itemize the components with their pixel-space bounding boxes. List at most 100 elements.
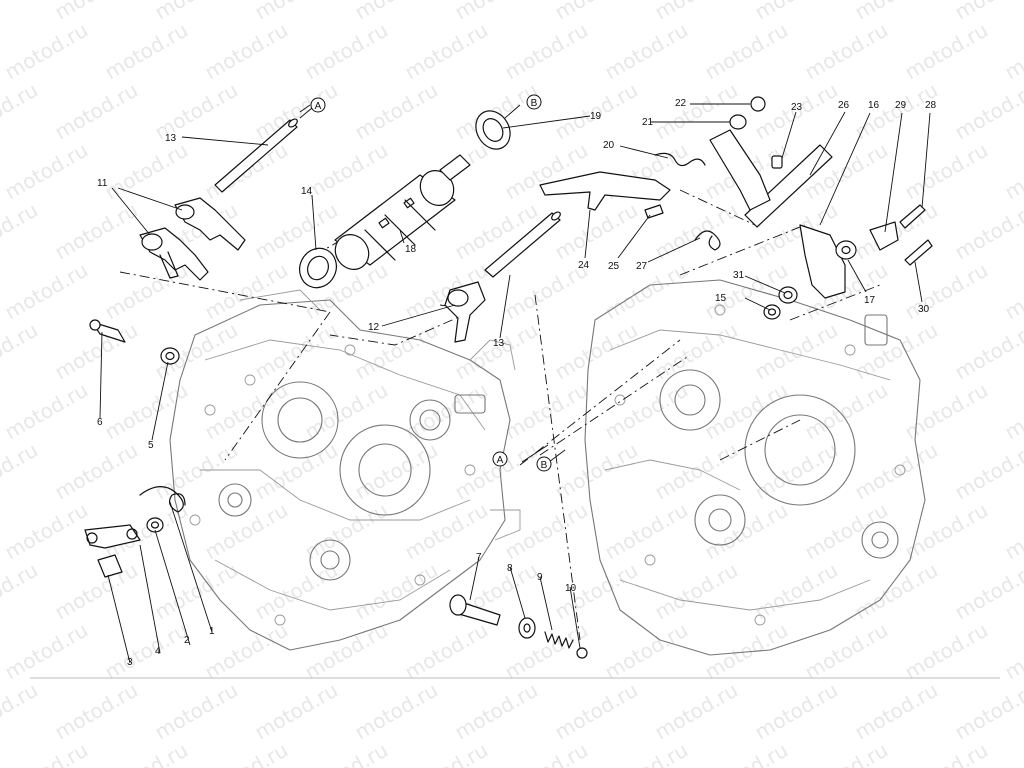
sensor-washer <box>160 347 180 365</box>
neutral-switch <box>89 319 126 343</box>
watermark-text: motod.ru <box>701 378 792 445</box>
watermark-text: motod.ru <box>251 318 342 385</box>
watermark-text: motod.ru <box>401 738 492 768</box>
watermark-text: motod.ru <box>901 378 992 445</box>
watermark-text: motod.ru <box>751 318 842 385</box>
watermark-text: motod.ru <box>251 438 342 505</box>
watermark-text: motod.ru <box>1 258 92 325</box>
watermark-text: motod.ru <box>1001 498 1024 565</box>
callout-3: 3 <box>127 657 133 668</box>
callout-27: 27 <box>636 261 648 272</box>
detent-washer <box>518 617 536 639</box>
callout-28: 28 <box>925 100 937 111</box>
watermark-text: motod.ru <box>1001 618 1024 685</box>
watermark-text: motod.ru <box>901 258 992 325</box>
watermark-text: motod.ru <box>851 0 942 24</box>
callout-5: 5 <box>148 440 154 451</box>
watermark-text: motod.ru <box>301 378 392 445</box>
detent-ball <box>576 647 588 659</box>
watermark-text: motod.ru <box>451 678 542 745</box>
callout-29: 29 <box>895 100 907 111</box>
watermark-text: motod.ru <box>901 18 992 85</box>
claw-pin <box>644 204 664 219</box>
watermark-text: motod.ru <box>851 438 942 505</box>
watermark-text: motod.ru <box>501 738 592 768</box>
ref-b-lower-text: B <box>541 460 548 471</box>
ref-b-lower: B <box>536 456 552 472</box>
watermark-text: motod.ru <box>901 498 992 565</box>
watermark-text: motod.ru <box>251 0 342 24</box>
watermark-text: motod.ru <box>401 618 492 685</box>
watermark-text: motod.ru <box>101 618 192 685</box>
watermark-text: motod.ru <box>701 618 792 685</box>
callout-8: 8 <box>507 563 513 574</box>
watermark-text: motod.ru <box>601 18 692 85</box>
callout-2: 2 <box>184 635 190 646</box>
watermark-text: motod.ru <box>351 438 442 505</box>
watermark-text: motod.ru <box>651 0 742 24</box>
watermark-text: motod.ru <box>1 738 92 768</box>
callout-31: 31 <box>733 270 745 281</box>
washer-21 <box>729 114 747 130</box>
watermark-text: motod.ru <box>301 738 392 768</box>
left-crankcase <box>169 289 521 651</box>
reference-marks: A B A B <box>299 94 552 472</box>
ref-a-lower-text: A <box>497 455 504 466</box>
watermark-text: motod.ru <box>151 438 242 505</box>
watermark-text: motod.ru <box>1 18 92 85</box>
watermark-text: motod.ru <box>801 498 892 565</box>
watermark-text: motod.ru <box>701 738 792 768</box>
watermark-text: motod.ru <box>251 678 342 745</box>
watermark-text: motod.ru <box>51 678 142 745</box>
return-spring <box>139 486 186 513</box>
drum-end-washer <box>475 110 511 150</box>
watermark-text: motod.ru <box>801 378 892 445</box>
callout-13-middle: 13 <box>493 338 505 349</box>
watermark-text: motod.ru <box>1001 738 1024 768</box>
watermark-text: motod.ru <box>801 18 892 85</box>
watermark-text: motod.ru <box>951 318 1024 385</box>
shift-plate <box>799 224 846 299</box>
callout-26: 26 <box>838 100 850 111</box>
watermark-text: motod.ru <box>601 498 692 565</box>
watermark-text: motod.ru <box>951 0 1024 24</box>
watermark-text: motod.ru <box>0 558 42 625</box>
callout-22: 22 <box>675 98 687 109</box>
watermark-text: motod.ru <box>0 78 42 145</box>
washer-31 <box>778 286 798 304</box>
watermark-text: motod.ru <box>1001 18 1024 85</box>
watermark-text: motod.ru <box>951 438 1024 505</box>
ref-a-lower: A <box>492 451 508 467</box>
gear-selector-shaft <box>709 129 833 228</box>
watermark-text: motod.ru <box>201 258 292 325</box>
right-crankcase <box>584 279 926 656</box>
plate-washer <box>835 240 857 260</box>
drum-washer <box>299 247 337 289</box>
watermark-text: motod.ru <box>51 558 142 625</box>
callout-21: 21 <box>642 117 654 128</box>
watermark-text: motod.ru <box>851 678 942 745</box>
watermark-text: motod.ru <box>601 618 692 685</box>
watermark-text: motod.ru <box>801 618 892 685</box>
callout-4: 4 <box>155 646 161 657</box>
watermark-text: motod.ru <box>301 138 392 205</box>
fork-shaft-upper <box>214 118 298 193</box>
callout-7: 7 <box>476 552 482 563</box>
watermark-text: motod.ru <box>751 678 842 745</box>
watermark-text: motod.ru <box>1 618 92 685</box>
selector-forks-pair <box>139 197 246 281</box>
watermark-text: motod.ru <box>901 738 992 768</box>
watermark-text: motod.ru <box>201 18 292 85</box>
watermark-text: motod.ru <box>101 738 192 768</box>
bolt-30 <box>904 239 933 266</box>
ref-a-upper: A <box>299 97 326 113</box>
watermark-text: motod.ru <box>951 198 1024 265</box>
fork-shaft-middle <box>484 211 561 278</box>
watermark-text: motod.ru <box>701 498 792 565</box>
callout-6: 6 <box>97 417 103 428</box>
watermark-text: motod.ru <box>351 558 442 625</box>
detent-spring <box>544 631 574 649</box>
watermark-text: motod.ru <box>0 678 42 745</box>
